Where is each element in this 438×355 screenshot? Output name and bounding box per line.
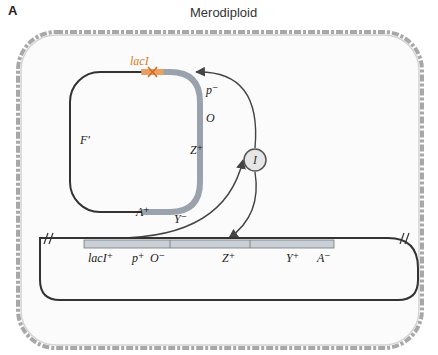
gene-label: Y⁻ bbox=[174, 213, 187, 225]
gene-label: O bbox=[206, 112, 215, 124]
gene-label: p⁺ bbox=[132, 252, 144, 264]
gene-label: A⁺ bbox=[136, 206, 150, 218]
gene-label: Z⁺ bbox=[190, 144, 203, 156]
gene-label: F' bbox=[80, 134, 90, 146]
diagram-title: Merodiploid bbox=[190, 6, 257, 19]
gene-label: p⁻ bbox=[206, 84, 218, 96]
regulation-arrow bbox=[229, 172, 256, 238]
chromosome-shape bbox=[40, 238, 418, 300]
gene-label: A⁻ bbox=[317, 252, 331, 264]
panel-letter: A bbox=[8, 4, 17, 17]
regulation-arrow bbox=[196, 72, 256, 148]
gene-label: O⁻ bbox=[150, 252, 165, 264]
regulation-arrow bbox=[116, 160, 243, 238]
gene-label: Y⁺ bbox=[286, 252, 299, 264]
repressor-label: I bbox=[253, 154, 257, 166]
chromosome: lacI⁺ p⁺ O⁻ Z⁺ Y⁺ A⁻ bbox=[40, 238, 418, 300]
f-plasmid: F'lacIp⁻OZ⁺Y⁻A⁺ bbox=[70, 72, 200, 212]
gene-label: lacI⁺ bbox=[88, 252, 113, 264]
repressor-circle: I bbox=[243, 148, 267, 172]
gene-label: Z⁺ bbox=[222, 252, 235, 264]
gene-label: lacI bbox=[130, 55, 149, 67]
